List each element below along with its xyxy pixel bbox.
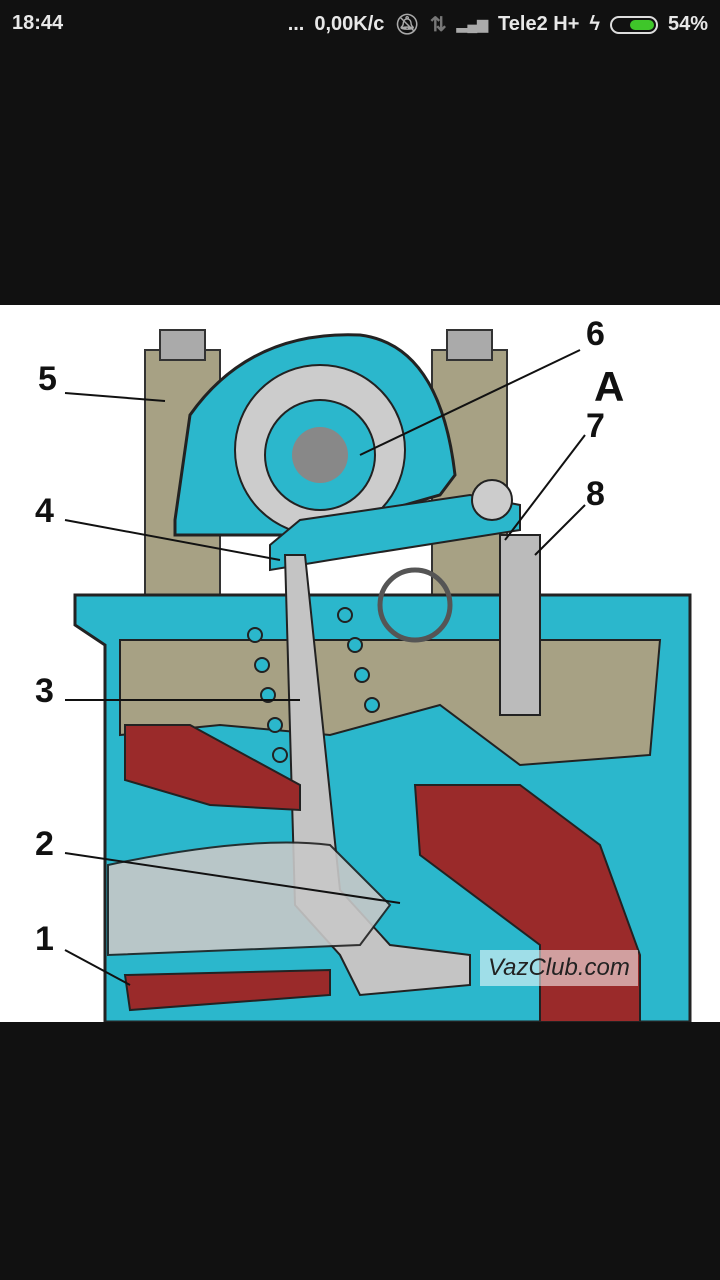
label-5: 5	[38, 360, 57, 398]
watermark: VazClub.com	[480, 950, 638, 986]
more-icon: ...	[287, 13, 305, 35]
charging-icon: ϟ	[589, 13, 600, 35]
signal-icon: ▂▄▆	[456, 16, 489, 32]
status-bar: 18:44 ... 0,00K/c 🔕︎ ⇅ ▂▄▆ Tele2 H+ ϟ 54…	[0, 0, 720, 50]
label-1: 1	[35, 920, 54, 958]
cylinder-head-illustration	[64, 329, 692, 1024]
engine-diagram-image[interactable]: 5 6 A 7 4 8 3 2 1	[0, 305, 720, 1024]
label-6: 6	[586, 315, 605, 353]
clock: 18:44	[12, 12, 64, 34]
label-2: 2	[35, 825, 54, 863]
mute-icon: 🔕︎	[394, 14, 420, 36]
carrier-name: Tele2 H+	[498, 13, 580, 35]
view-letter: A	[594, 363, 625, 410]
battery-icon	[609, 15, 658, 34]
battery-percent: 54%	[667, 13, 708, 35]
label-3: 3	[35, 672, 54, 710]
data-arrows-icon: ⇅	[429, 14, 447, 36]
label-7: 7	[586, 407, 605, 445]
label-4: 4	[35, 492, 54, 530]
network-speed: 0,00K/c	[314, 13, 385, 35]
label-8: 8	[586, 475, 605, 513]
